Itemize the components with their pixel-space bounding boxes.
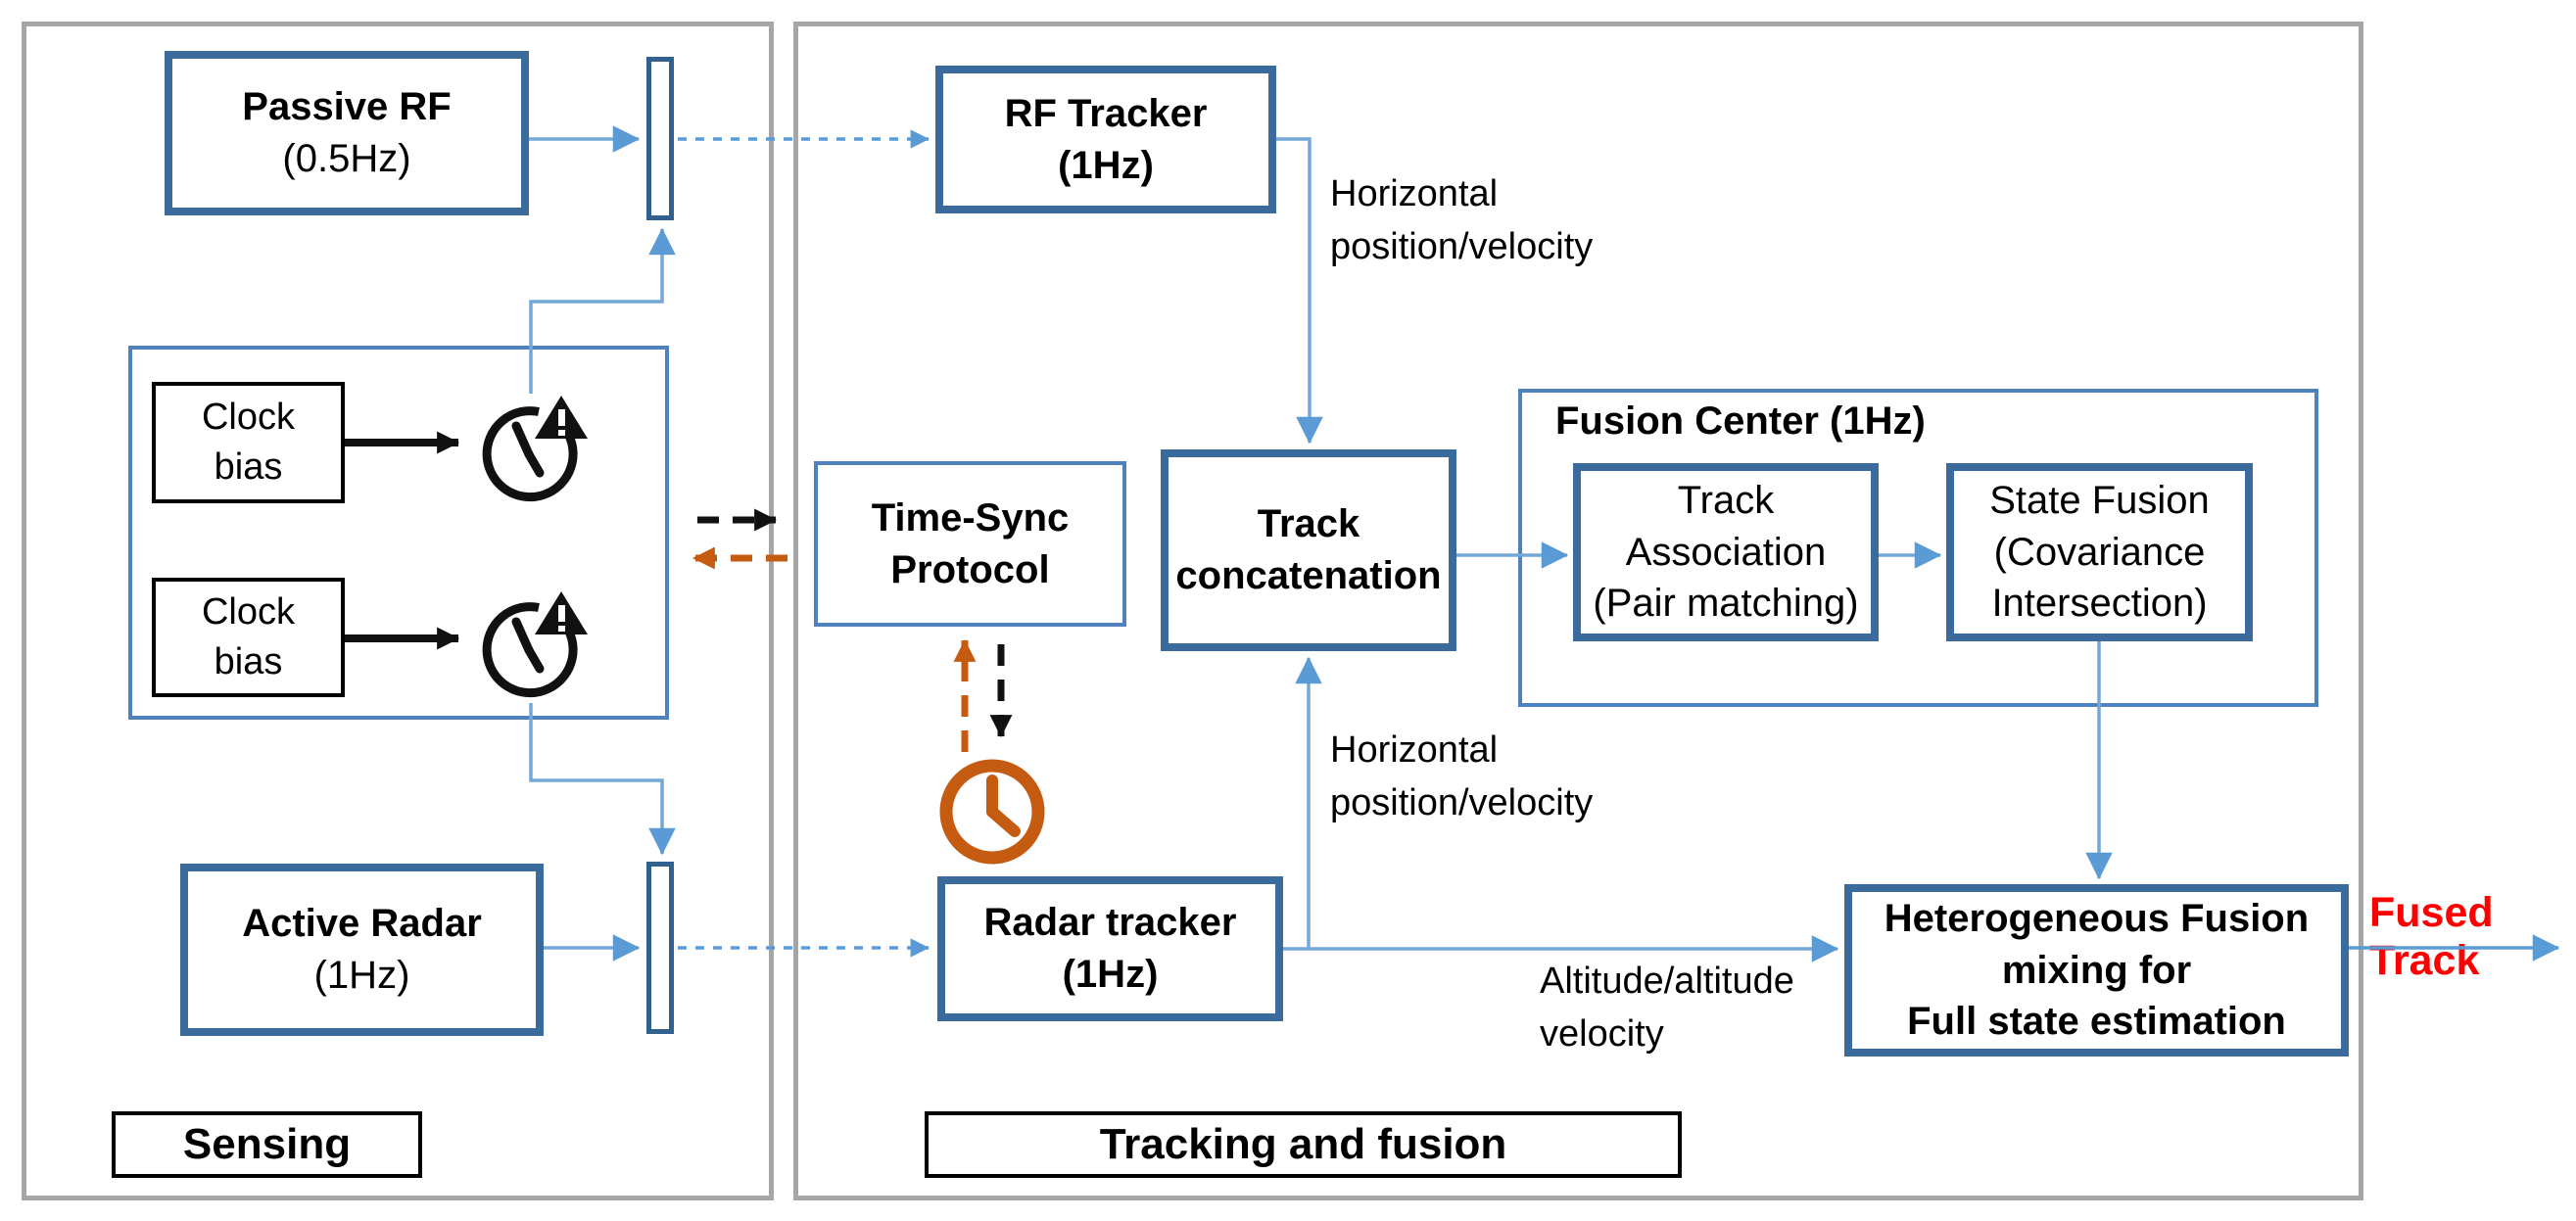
state-fusion-line2: (Covariance	[1993, 530, 2206, 574]
clock-alert-icon	[482, 396, 588, 502]
rf-output-line2: position/velocity	[1330, 225, 1594, 267]
clock-bias-1-line1: Clock	[201, 396, 296, 438]
tracking-label: Tracking and fusion	[1099, 1120, 1507, 1168]
track-concat-line1: Track	[1257, 502, 1360, 546]
heterogeneous-fusion-box: Heterogeneous Fusion mixing for Full sta…	[1844, 884, 2349, 1057]
tracking-label-box: Tracking and fusion	[925, 1111, 1682, 1178]
active-radar-title: Active Radar	[242, 902, 482, 946]
rf-tracker-rate: (1Hz)	[1058, 143, 1154, 187]
clock-alert-icon	[482, 591, 588, 698]
time-sync-line1: Time-Sync	[871, 495, 1070, 540]
rf-tracker-title: RF Tracker	[1004, 91, 1208, 135]
track-association-line2: Association	[1625, 530, 1827, 574]
rf-output-line1: Horizontal	[1330, 173, 1499, 214]
radar-tracker-title: Radar tracker	[983, 901, 1237, 945]
active-radar-box: Active Radar (1Hz)	[180, 864, 544, 1036]
radar-output-up-label: Horizontal position/velocity	[1330, 725, 1593, 830]
track-concat-line2: concatenation	[1175, 554, 1442, 597]
clock-bias-box-2: Clock bias	[152, 578, 345, 697]
clock-bias-box-1: Clock bias	[152, 382, 345, 503]
radar-output-up-line1: Horizontal	[1330, 729, 1499, 771]
passive-rf-box: Passive RF (0.5Hz)	[165, 51, 529, 215]
state-fusion-line3: Intersection)	[1991, 582, 2208, 626]
het-fusion-line2: mixing for	[2001, 948, 2192, 992]
time-sync-protocol-box: Time-Sync Protocol	[814, 461, 1126, 627]
clock-bias-2-line1: Clock	[201, 590, 296, 633]
track-association-box: Track Association (Pair matching)	[1573, 463, 1879, 641]
rf-tracker-box: RF Tracker (1Hz)	[935, 66, 1276, 213]
state-fusion-box: State Fusion (Covariance Intersection)	[1946, 463, 2253, 641]
altitude-line1: Altitude/altitude	[1540, 961, 1794, 1002]
fused-track-label: Fused Track	[2369, 889, 2494, 984]
het-fusion-line1: Heterogeneous Fusion	[1884, 896, 2310, 940]
radar-tracker-box: Radar tracker (1Hz)	[937, 876, 1283, 1021]
time-sync-line2: Protocol	[890, 547, 1050, 591]
track-association-line3: (Pair matching)	[1593, 582, 1859, 626]
clock-bias-2-line2: bias	[214, 641, 283, 682]
sensing-label: Sensing	[182, 1120, 352, 1168]
rf-output-label: Horizontal position/velocity	[1330, 168, 1593, 274]
radar-buffer	[646, 862, 674, 1034]
sensing-label-box: Sensing	[112, 1111, 422, 1178]
clock-bias-1-line2: bias	[214, 446, 283, 488]
passive-rf-title: Passive RF	[242, 85, 452, 129]
rf-buffer	[646, 57, 674, 220]
track-association-line1: Track	[1677, 478, 1775, 522]
altitude-line2: velocity	[1540, 1012, 1664, 1055]
radar-output-up-line2: position/velocity	[1330, 781, 1594, 823]
altitude-label: Altitude/altitude velocity	[1540, 956, 1794, 1061]
active-radar-rate: (1Hz)	[313, 954, 410, 997]
het-fusion-line3: Full state estimation	[1907, 1000, 2286, 1044]
track-concatenation-box: Track concatenation	[1161, 449, 1456, 651]
fusion-center-label: Fusion Center (1Hz)	[1555, 399, 1926, 443]
state-fusion-line1: State Fusion	[1989, 478, 2210, 522]
radar-tracker-rate: (1Hz)	[1062, 953, 1159, 996]
clock-icon	[939, 759, 1045, 865]
passive-rf-rate: (0.5Hz)	[282, 137, 411, 180]
